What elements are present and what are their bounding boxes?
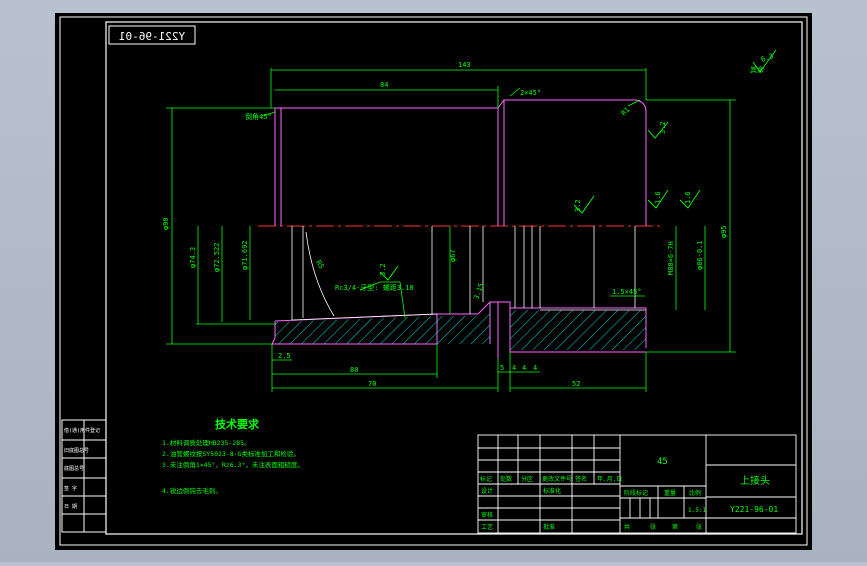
dim-dia-3: φ71.692 (241, 240, 249, 270)
dim-70: 70 (368, 380, 376, 388)
dim-thread-note: 1.5×45° (612, 288, 642, 296)
tech-req-item-1: 1.材料调质处理HB235-285。 (162, 438, 251, 447)
tb-header-count: 处数 (500, 475, 512, 483)
dim-overall-length: 143 (458, 61, 471, 69)
dim-chamfer-left: 倒角45° (245, 112, 272, 121)
rough-5: 1.6 (684, 191, 692, 204)
tb-standardize: 标准化 (543, 487, 561, 495)
rough-top-right: 6.3 (760, 52, 775, 64)
dim-dia-4: φ67 (449, 249, 457, 262)
section-hatching (272, 304, 646, 350)
dim-chamfer-top: 2×45° (520, 89, 541, 97)
dim-upper-left: 84 (380, 81, 388, 89)
mirrored-number-box: Y221-96-01 (108, 25, 196, 45)
roughness-symbols (379, 49, 777, 281)
tb-scale-label: 比例 (689, 489, 701, 497)
dim-dia-1: φ74.3 (189, 247, 197, 268)
tb-approve: 批准 (543, 523, 555, 531)
tb-sheet-word: 张 (650, 523, 656, 531)
rough-top-right-label: 其余 (750, 65, 764, 74)
tb-page: 第 (672, 523, 678, 531)
tb-material: 45 (657, 457, 668, 467)
dim-small-5: 5 (500, 364, 504, 372)
tb-drawing-number: Y221-96-01 (730, 505, 778, 514)
bore-lines (291, 226, 646, 321)
tech-req-title: 技术要求 (215, 417, 260, 431)
tb-weight-label: 重量 (664, 489, 676, 497)
tb-check: 审核 (481, 511, 493, 519)
dim-dia-2: φ72.522 (213, 242, 221, 272)
tb-header-change: 更改文件号 (542, 475, 572, 483)
rough-4: 1.6 (654, 191, 662, 204)
dim-r1: R1 (620, 106, 632, 118)
rough-2: 3.2 (574, 199, 582, 212)
dimension-lines (166, 68, 736, 392)
dim-dia-right3: M80×6-7H (667, 241, 675, 275)
dim-small-4c: 4 (533, 364, 537, 372)
dim-dia-right2: φ86-0.1 (696, 240, 704, 270)
tb-header-zone: 分区 (521, 475, 533, 483)
tb-page-word: 张 (696, 523, 702, 531)
inner-frame (105, 21, 803, 535)
rough-1: 3.2 (659, 121, 667, 134)
strip-row-1: 借(通)用件登记 (64, 427, 100, 434)
dim-2-5: 2.5 (278, 352, 291, 360)
tb-scale-value: 1.5:1 (688, 507, 706, 514)
strip-row-5: 日 期 (64, 504, 77, 510)
dim-dia-right: φ95 (720, 225, 728, 238)
dim-small-4b: 4 (522, 364, 526, 372)
tb-header-sign: 签名 (575, 475, 587, 483)
dim-80: 80 (350, 366, 358, 374)
tb-header-mark: 标记 (480, 475, 492, 483)
strip-row-4: 签 字 (64, 485, 77, 492)
dim-52: 52 (572, 380, 580, 388)
dim-small-4a: 4 (512, 364, 516, 372)
tb-design: 设计 (481, 487, 493, 495)
mirrored-number: Y221-96-01 (119, 30, 185, 43)
tech-req-item-3: 3.未注倒角1×45°，Rz6.3°，未注表面粗糙度。 (162, 460, 304, 469)
title-block (477, 434, 797, 534)
tb-header-date: 年.月.日 (597, 475, 622, 483)
tech-req-item-2: 2.油管螺纹按SY5023-8-G类标准加工和检验。 (162, 449, 300, 458)
strip-row-2: 旧底图总号 (64, 447, 89, 454)
strip-row-3: 底图总号 (64, 465, 84, 472)
dim-dia-main: φ90 (162, 217, 170, 230)
tb-total: 共 (624, 523, 630, 531)
tech-req-item-4: 4.锐边倒钝去毛刺。 (162, 486, 222, 495)
dim-thread-text: Rc3/4-牙型: 螺距3.18 (335, 283, 414, 292)
drawing-sheet (55, 13, 812, 550)
tb-stage-label: 阶段标记 (624, 489, 648, 497)
dim-r5: R5 (314, 259, 325, 270)
left-strip: 借(通)用件登记 旧底图总号 底图总号 签 字 日 期 (61, 419, 107, 533)
tb-part-name: 上接头 (740, 474, 770, 487)
rough-3: 3.2 (379, 263, 387, 276)
outer-frame (59, 16, 808, 546)
technical-requirements: 技术要求 1.材料调质处理HB235-285。 2.油管螺纹按SY5023-8-… (162, 417, 304, 495)
tb-craft: 工艺 (481, 523, 493, 531)
